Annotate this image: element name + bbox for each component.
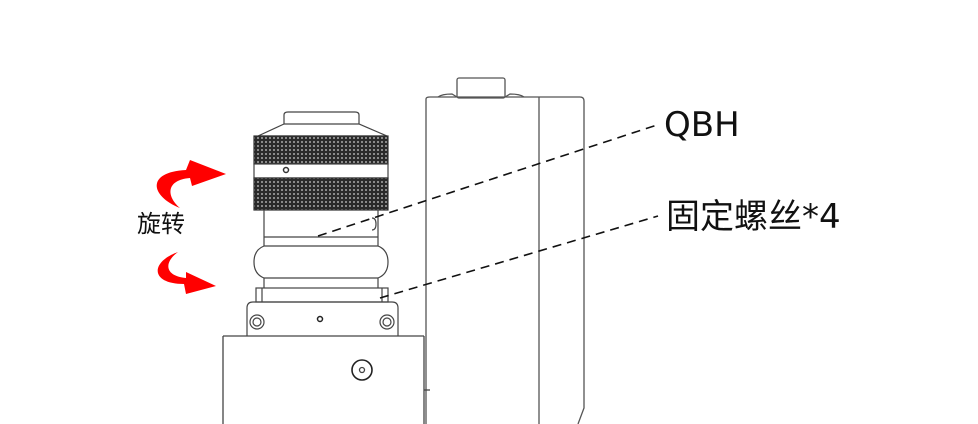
- screw-leader: [379, 215, 659, 299]
- fixing-screws-label: 固定螺丝*4: [666, 197, 841, 237]
- callout-lines: [317, 123, 661, 299]
- base-block: [222, 335, 430, 424]
- flange-screw-left-icon: [249, 314, 265, 330]
- qbh-connector: [253, 111, 389, 288]
- rotate-label: 旋转: [137, 210, 185, 238]
- rotate-arrows: [156, 160, 226, 294]
- housing-body: [425, 77, 585, 424]
- base-screw-icon: [351, 359, 373, 381]
- rotate-arrow-top-icon: [156, 160, 226, 208]
- qbh-label: QBH: [664, 105, 740, 145]
- mounting-flange: [246, 287, 399, 336]
- flange-screw-right-icon: [379, 314, 395, 330]
- rotate-arrow-bottom-icon: [157, 252, 216, 294]
